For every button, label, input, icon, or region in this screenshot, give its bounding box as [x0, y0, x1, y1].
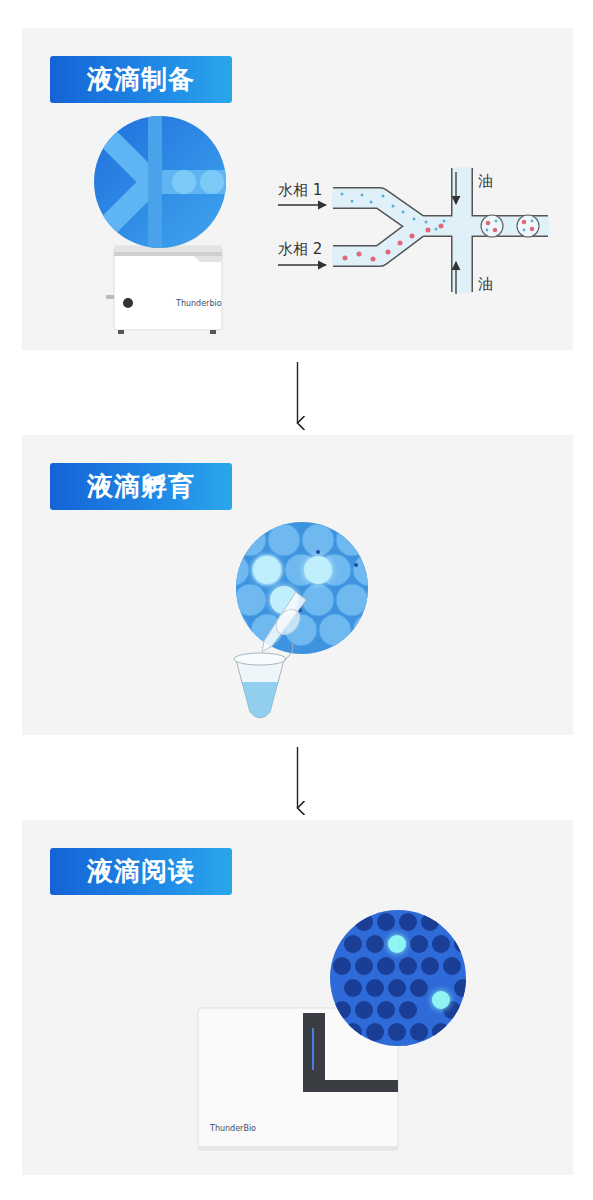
- channel-label: 油: [478, 172, 493, 190]
- reader-device: [198, 1008, 398, 1150]
- brand-logo: ThunderBio: [210, 1124, 256, 1134]
- channel-label: 水相 1: [278, 181, 322, 199]
- generator-device: [106, 246, 222, 334]
- flow-arrow: [278, 172, 456, 294]
- flow-arrow: [297, 362, 298, 423]
- chip-zoom-circle: [90, 110, 240, 255]
- flow-arrow: [297, 747, 298, 808]
- step-title: 液滴孵育: [50, 463, 232, 510]
- sample-tube: [234, 644, 293, 718]
- pipette-tip: [262, 592, 306, 652]
- channel-label: 油: [478, 275, 493, 293]
- step-title: 液滴制备: [50, 56, 232, 103]
- sample-dots: [341, 193, 446, 262]
- brand-logo: Thunderbio: [176, 299, 222, 309]
- channel-label: 水相 2: [278, 240, 322, 258]
- droplet-zoom-circle: [217, 522, 385, 654]
- droplet: [481, 215, 539, 237]
- readout-zoom-circle: [330, 910, 472, 1063]
- microfluidic-channel: [332, 167, 549, 293]
- step-title: 液滴阅读: [50, 848, 232, 895]
